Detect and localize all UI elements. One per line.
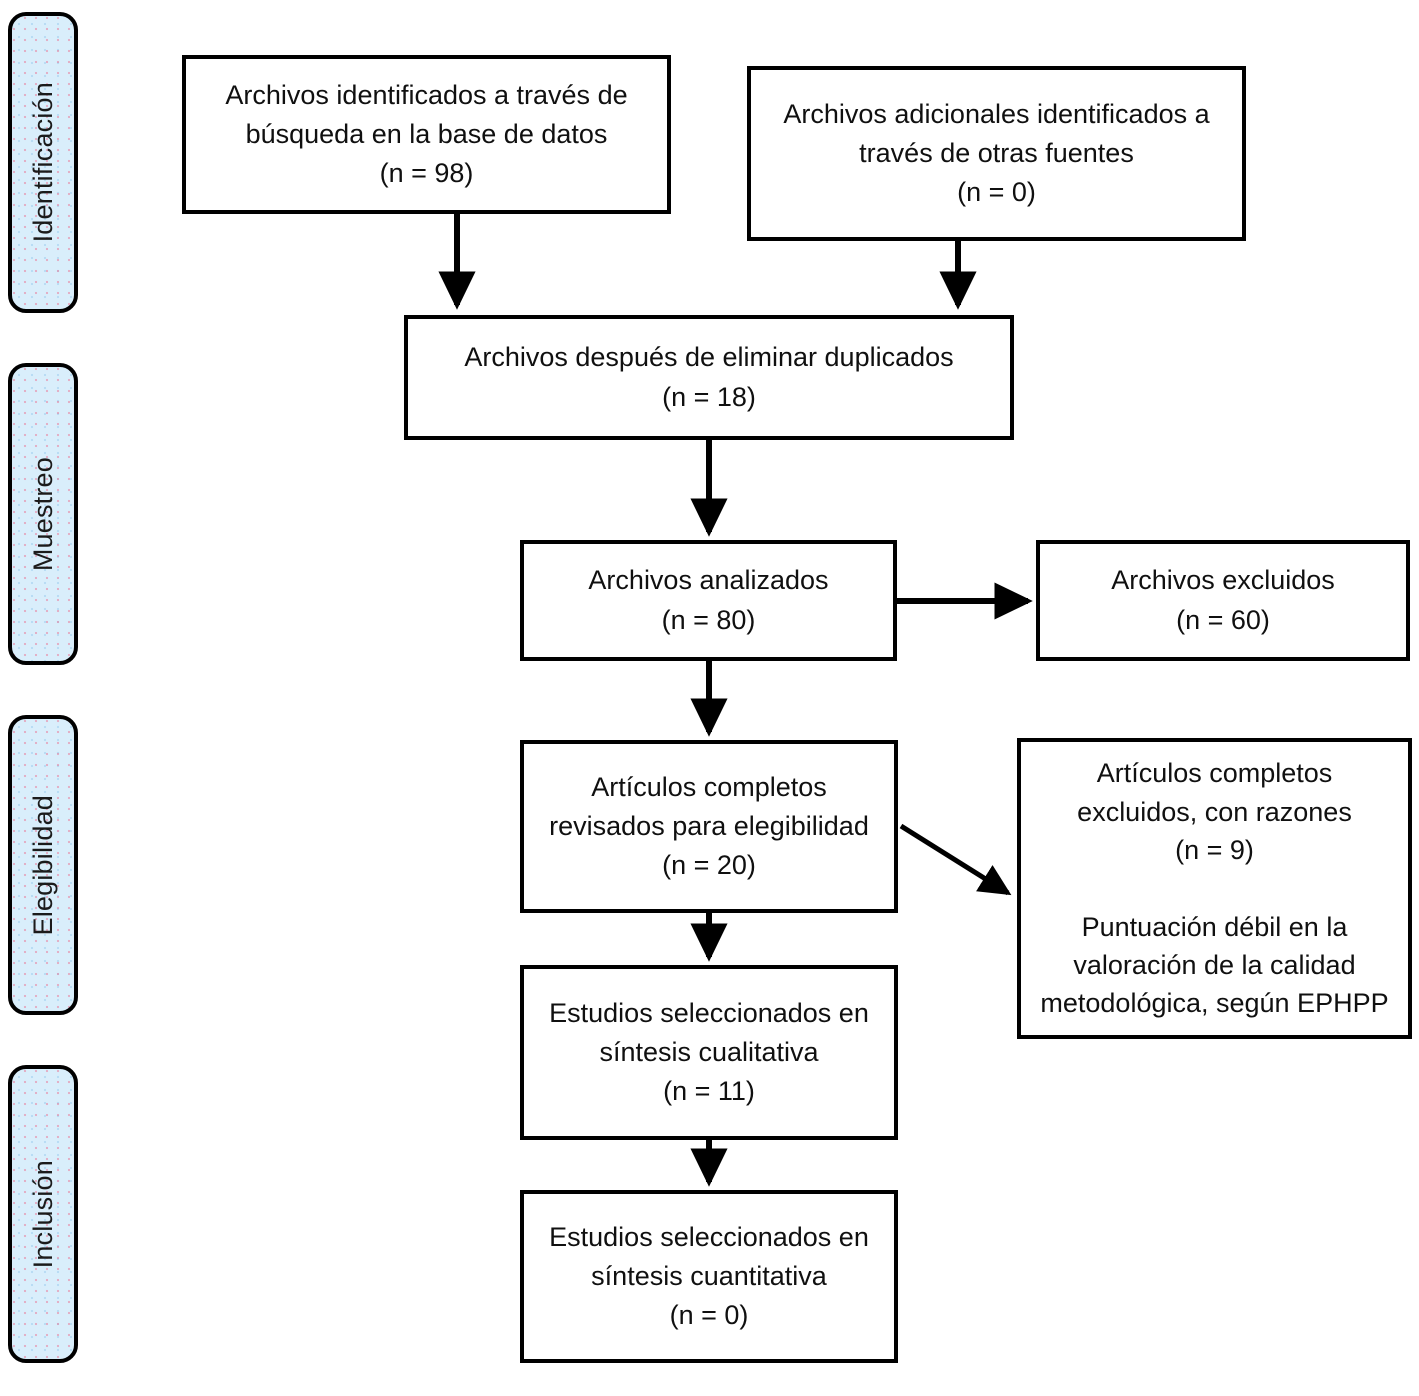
phase-label-muestreo: Muestreo — [27, 456, 58, 572]
node-records-screened: Archivos analizados (n = 80) — [520, 540, 897, 661]
node-records-identified-database: Archivos identificados a través de búsqu… — [182, 55, 671, 214]
node-records-after-duplicates-removed: Archivos después de eliminar duplicados … — [404, 315, 1014, 440]
phase-elegibilidad: Elegibilidad — [8, 715, 78, 1015]
node-records-screened-text: Archivos analizados (n = 80) — [588, 565, 829, 635]
node-records-identified-other-sources: Archivos adicionales identificados a tra… — [747, 66, 1246, 241]
node-studies-qualitative-synthesis-text: Estudios seleccionados en síntesis cuali… — [549, 997, 869, 1107]
node-full-text-assessed-eligibility: Artículos completos revisados para elegi… — [520, 740, 898, 913]
node-records-excluded-text: Archivos excluidos (n = 60) — [1111, 565, 1335, 635]
phase-label-identificacion: Identificación — [27, 82, 58, 243]
edge-eligibility-to-excluded-reasons — [899, 823, 1012, 896]
node-records-after-duplicates-removed-text: Archivos después de eliminar duplicados … — [464, 342, 954, 412]
phase-muestreo: Muestreo — [8, 363, 78, 665]
node-studies-quantitative-synthesis: Estudios seleccionados en síntesis cuant… — [520, 1190, 898, 1363]
node-records-identified-database-text: Archivos identificados a través de búsqu… — [225, 79, 628, 189]
phase-inclusion: Inclusión — [8, 1065, 78, 1363]
node-full-text-excluded-with-reasons-text: Artículos completos excluidos, con razon… — [1040, 758, 1389, 1019]
phase-label-elegibilidad: Elegibilidad — [27, 794, 58, 936]
node-studies-qualitative-synthesis: Estudios seleccionados en síntesis cuali… — [520, 965, 898, 1140]
phase-identificacion: Identificación — [8, 12, 78, 313]
phase-label-inclusion: Inclusión — [27, 1159, 58, 1269]
node-studies-quantitative-synthesis-text: Estudios seleccionados en síntesis cuant… — [549, 1221, 869, 1331]
node-records-excluded: Archivos excluidos (n = 60) — [1036, 540, 1410, 661]
node-records-identified-other-sources-text: Archivos adicionales identificados a tra… — [783, 98, 1210, 208]
node-full-text-assessed-eligibility-text: Artículos completos revisados para elegi… — [549, 771, 869, 881]
node-full-text-excluded-with-reasons: Artículos completos excluidos, con razon… — [1017, 738, 1412, 1039]
